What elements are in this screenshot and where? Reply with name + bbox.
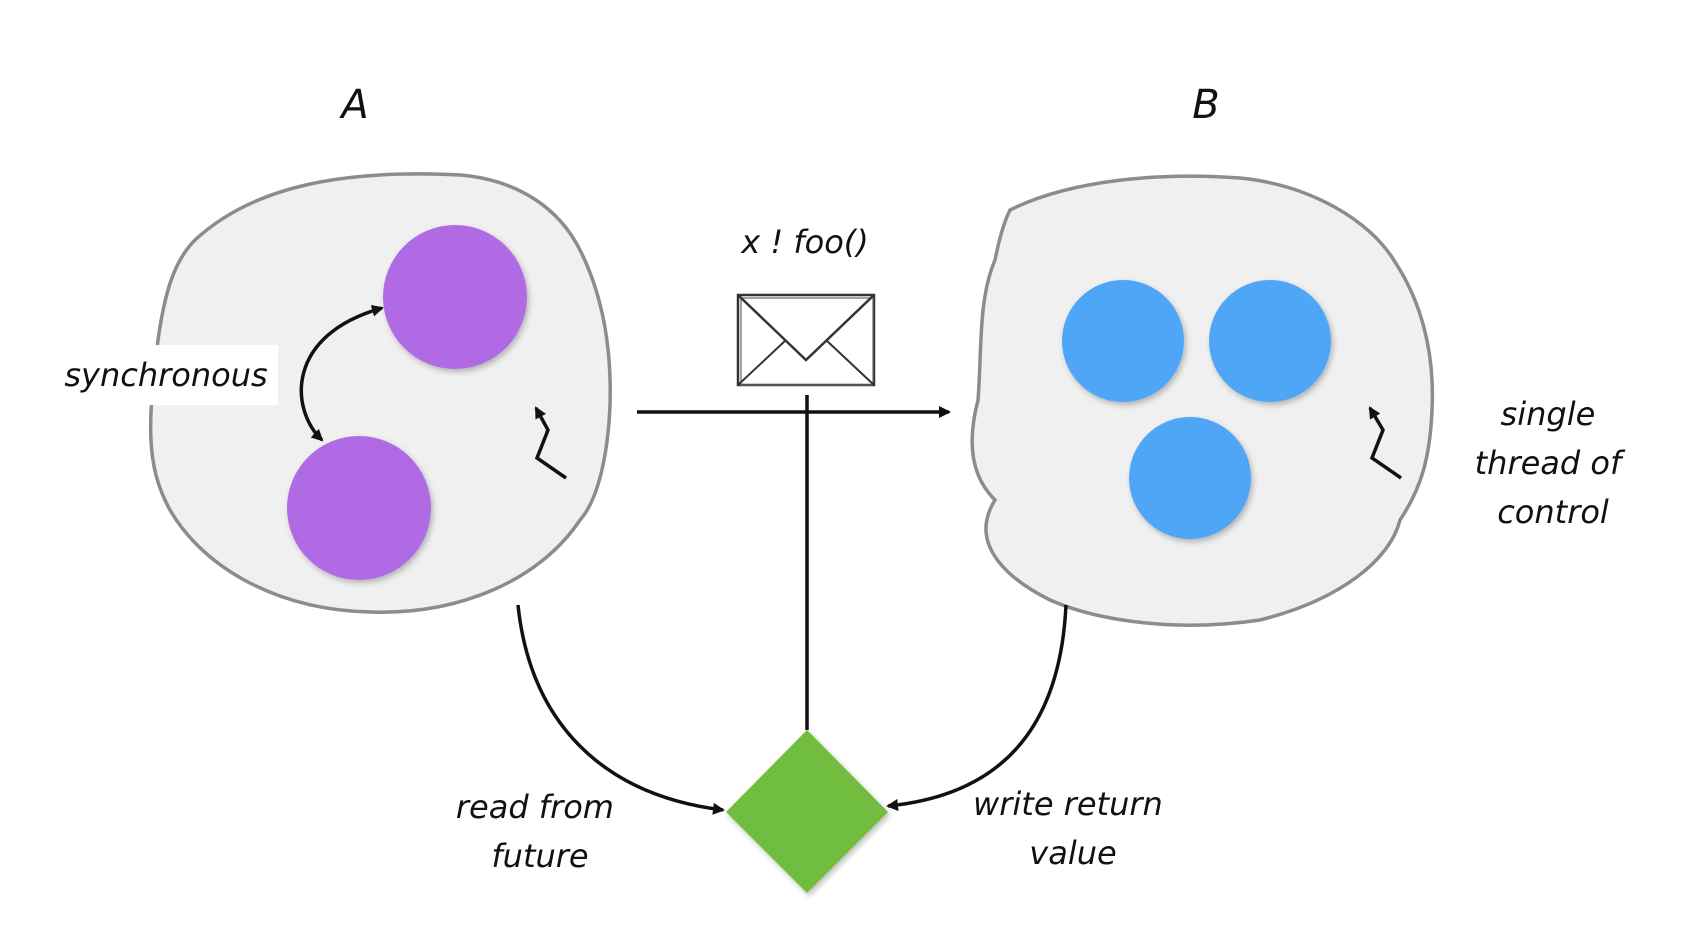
write-return-arrow (886, 604, 1068, 811)
single-thread-line: single (1501, 395, 1596, 433)
envelope-icon (736, 293, 876, 387)
read-future-line: read from (456, 788, 614, 826)
synchronous-arrow (299, 304, 384, 442)
write-return-line: write return (973, 785, 1163, 823)
read-future-line: future (491, 837, 588, 875)
synchronous-label: synchronous (64, 356, 267, 394)
actor-b-object (1129, 417, 1251, 539)
write-return-label: write return value (973, 785, 1173, 872)
write-return-line: value (1029, 834, 1116, 872)
actor-a-object (287, 436, 431, 580)
single-thread-line: thread of (1475, 444, 1626, 482)
lightning-icon (534, 406, 567, 480)
actor-b-object (1062, 280, 1184, 402)
synchronous-label-bg (62, 345, 278, 405)
read-future-label: read from future (456, 788, 624, 875)
single-thread-line: control (1497, 493, 1609, 531)
read-future-arrow (516, 604, 725, 815)
actor-b-title: B (1192, 82, 1219, 128)
message-label: x ! foo() (740, 223, 869, 261)
actor-a-object (383, 225, 527, 369)
future-diamond (726, 730, 888, 893)
actor-b-object (1209, 280, 1331, 402)
single-thread-label: single thread of control (1475, 395, 1632, 531)
actor-b-boundary (970, 174, 1435, 627)
actor-a-title: A (338, 82, 368, 128)
lightning-icon (1368, 406, 1402, 480)
